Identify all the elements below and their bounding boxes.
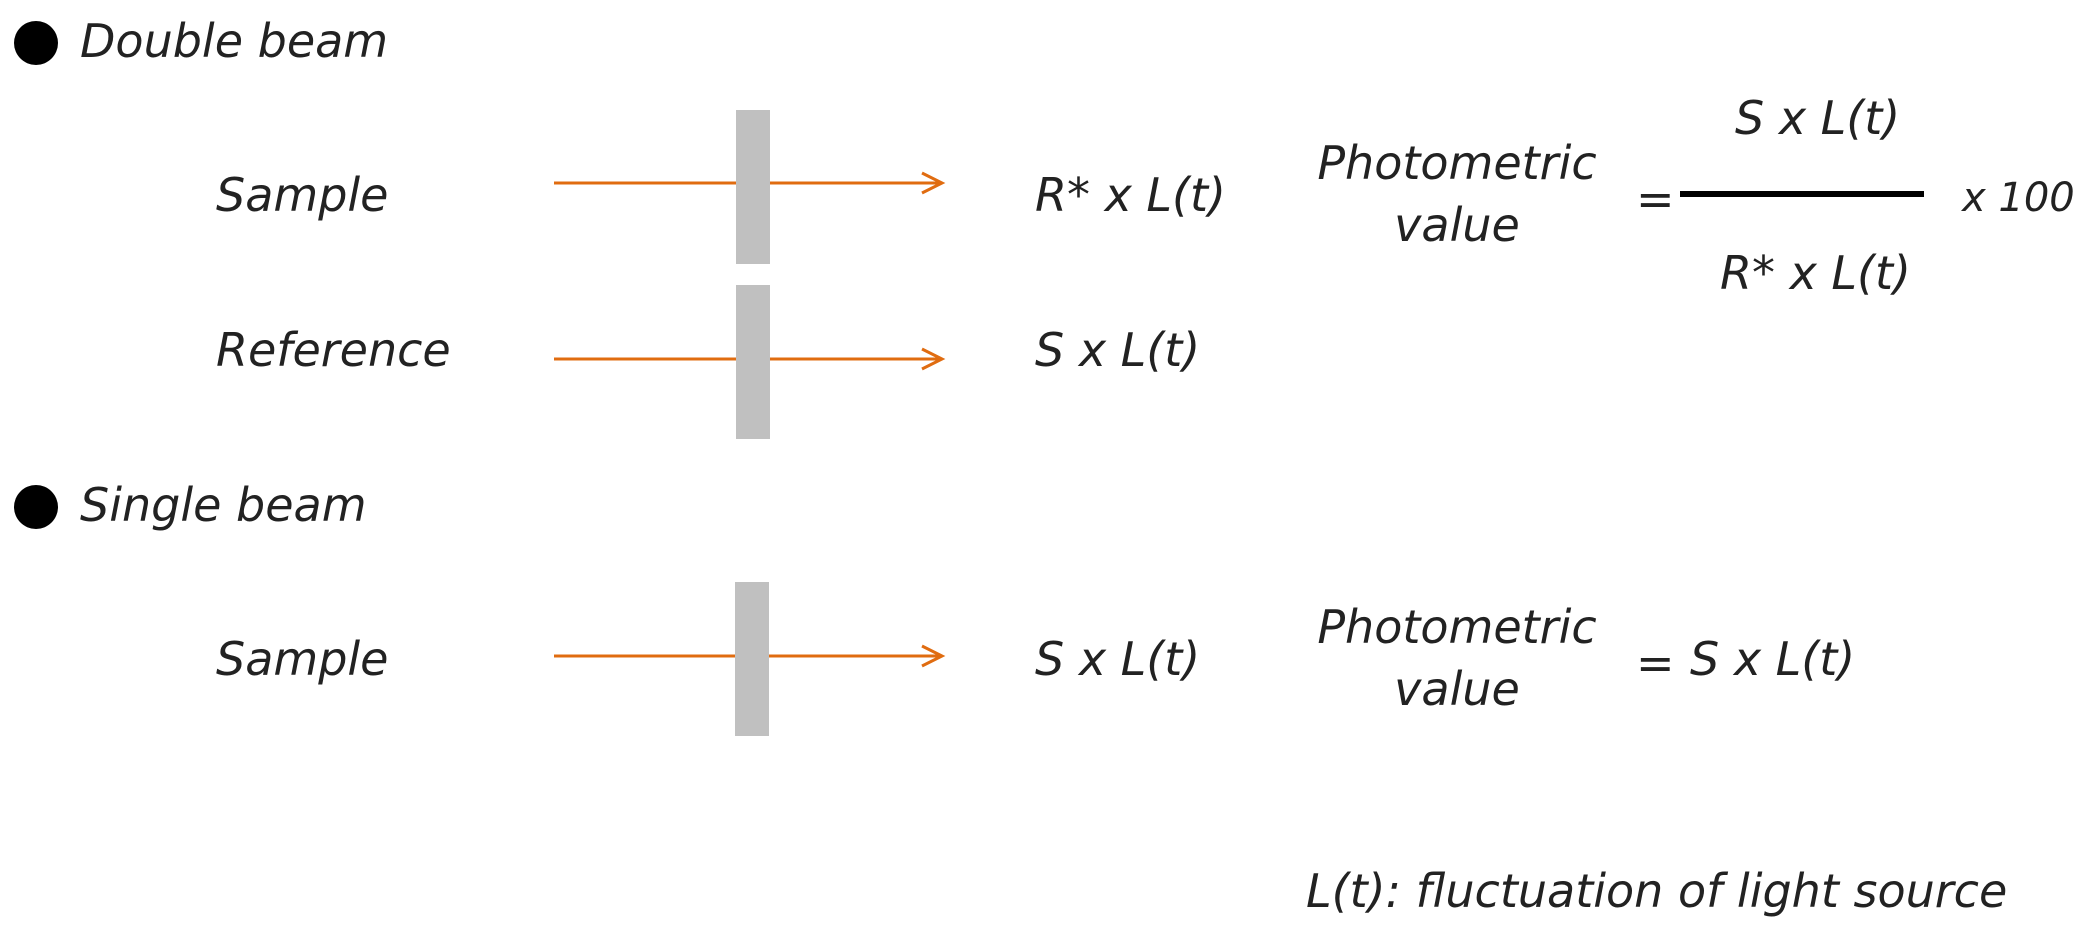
single-beam-result: S x L(t) — [1690, 632, 1856, 686]
bullet-double-beam — [14, 21, 58, 65]
heading-single-beam: Single beam — [80, 478, 367, 532]
fraction-line — [1680, 191, 1924, 197]
fraction-numerator: S x L(t) — [1735, 91, 1901, 145]
result-sample-single: S x L(t) — [1035, 632, 1201, 686]
arrow-head — [921, 347, 946, 371]
equals-sign-double: = — [1636, 172, 1675, 226]
label-reference: Reference — [216, 323, 451, 377]
label-sample-double: Sample — [216, 168, 389, 222]
cuvette-reference — [736, 285, 770, 439]
result-sample-double: R* x L(t) — [1035, 168, 1226, 222]
cuvette-sample-single — [735, 582, 769, 736]
arrow-head — [921, 171, 946, 195]
heading-double-beam: Double beam — [80, 14, 389, 68]
photometric-line1: Photometric — [1317, 136, 1597, 190]
photometric-value-label-single: Photometric value — [1312, 596, 1602, 720]
multiplier: x 100 — [1962, 175, 2075, 221]
bullet-single-beam — [14, 485, 58, 529]
photometric-line1: Photometric — [1317, 600, 1597, 654]
photometric-line2: value — [1394, 198, 1520, 252]
photometric-line2: value — [1394, 662, 1520, 716]
equals-sign-single: = — [1636, 636, 1675, 690]
result-reference: S x L(t) — [1035, 323, 1201, 377]
photometric-value-label-double: Photometric value — [1312, 132, 1602, 256]
arrow-head — [921, 644, 946, 668]
footnote: L(t): fluctuation of light source — [1306, 864, 2008, 918]
label-sample-single: Sample — [216, 632, 389, 686]
fraction-denominator: R* x L(t) — [1720, 246, 1911, 300]
cuvette-sample-double — [736, 110, 770, 264]
